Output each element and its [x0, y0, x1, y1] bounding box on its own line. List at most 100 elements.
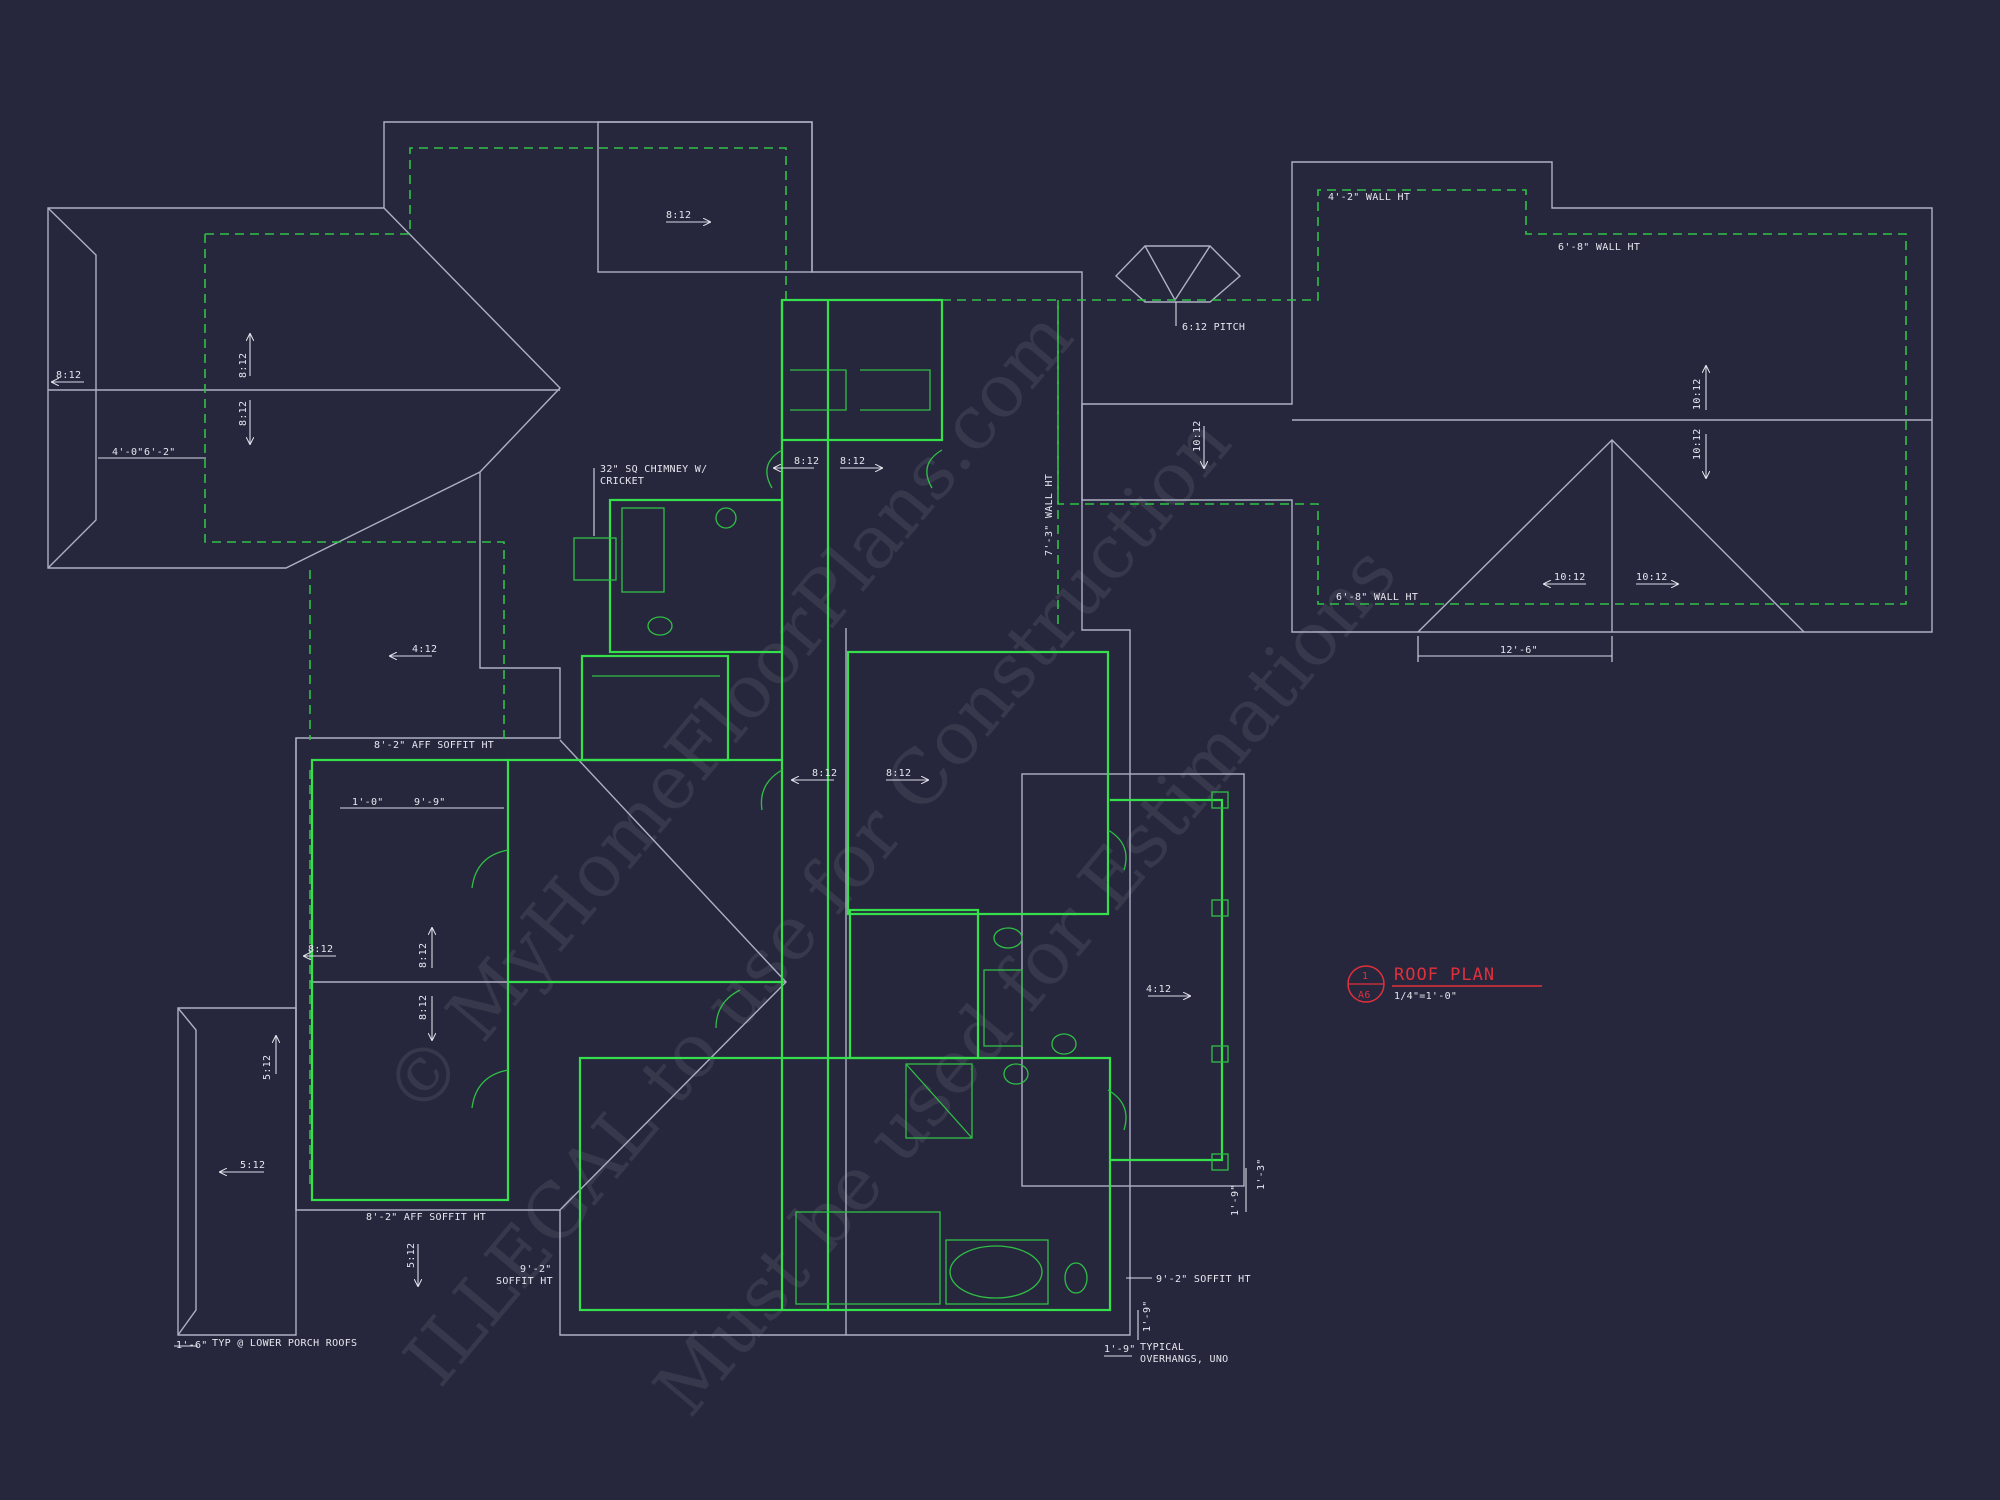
shower-lower-diag	[905, 1063, 973, 1139]
column-4	[1211, 1153, 1229, 1171]
door-swing-7	[1107, 1089, 1127, 1131]
dashed-wall-west-lower	[204, 234, 505, 740]
shower-lower	[905, 1063, 973, 1139]
pitch-arrows	[52, 222, 1706, 1286]
pitch-lower-porch-up: 5:12	[262, 1055, 273, 1080]
dim-vertical-text: 1'-9"	[1142, 1300, 1153, 1332]
watermark: © MyHomeFloorPlans.com ILLEGAL to use fo…	[368, 295, 1413, 1432]
east-wing-roof	[1081, 161, 1933, 633]
stair-treads	[790, 369, 847, 411]
note-soffit-left-1: 9'-2"	[520, 1264, 552, 1275]
pitch-mid-left: 4:12	[412, 644, 437, 655]
pitch-lower-porch-left: 5:12	[240, 1160, 265, 1171]
note-soffit-top: 8'-2" AFF SOFFIT HT	[374, 740, 494, 751]
toilet-central	[993, 927, 1023, 949]
note-wall-ht-top: 4'-2" WALL HT	[1328, 192, 1410, 203]
central-bath-tub	[983, 969, 1023, 1047]
dim-bottom-left-text: 1'-6"	[176, 1340, 208, 1351]
dim-left-b: 6'-2"	[144, 447, 176, 458]
east-porch-walls	[1110, 798, 1224, 1162]
note-wall-ht-right: 6'-8" WALL HT	[1558, 242, 1640, 253]
pitch-stair-right: 8:12	[840, 456, 865, 467]
lower-porch-roof	[177, 1007, 297, 1336]
east-gable-left	[1417, 439, 1805, 633]
tub-surround	[945, 1239, 1049, 1305]
column-3	[1211, 1045, 1229, 1063]
toilet-lower	[1064, 1262, 1088, 1294]
pitch-stair-left: 8:12	[794, 456, 819, 467]
dimension-labels: 4'-0" 6'-2" 1'-0" 9'-9" 12'-6" 1'-6" 1'-…	[112, 447, 1538, 1355]
center-hip	[559, 739, 787, 1211]
pitch-center-left: 8:12	[812, 768, 837, 779]
pitch-left-wing-up: 8:12	[238, 353, 249, 378]
upper-bath	[608, 498, 784, 654]
stair-core	[780, 298, 944, 442]
bedroom-west	[310, 758, 510, 1202]
door-swing-4	[471, 1069, 509, 1109]
dim-bedroom-b: 9'-9"	[414, 797, 446, 808]
plan-scale: 1/4"=1'-0"	[1394, 991, 1457, 1002]
pitch-porch-right: 4:12	[1146, 984, 1171, 995]
wall-lines-below	[204, 147, 1907, 1190]
master-suite	[578, 1056, 1112, 1312]
lavatory-central	[1051, 1033, 1077, 1055]
door-swing-1	[766, 449, 783, 489]
column-2	[1211, 899, 1229, 917]
west-wing-hip-1	[47, 207, 97, 569]
west-wing-hip-2	[383, 207, 561, 473]
toilet-upper	[647, 616, 673, 636]
door-swing-3	[471, 849, 509, 889]
note-typical-1: TYPICAL	[1140, 1342, 1184, 1353]
sheet-reference: A6	[1358, 990, 1371, 1001]
pitch-east-gable-left: 10:12	[1554, 572, 1586, 583]
door-swing-6	[1107, 829, 1127, 871]
plan-notes: 32" SQ CHIMNEY W/ CRICKET 4'-2" WALL HT …	[212, 192, 1640, 1365]
dim-porch-a: 1'-3"	[1256, 1158, 1267, 1190]
floor-plan-walls	[310, 298, 1229, 1312]
bay-dormer-ridge	[1144, 245, 1211, 302]
dim-bedroom-a: 1'-0"	[352, 797, 384, 808]
note-chimney-2: CRICKET	[600, 476, 644, 487]
upper-shower	[621, 507, 665, 593]
lower-porch-hip	[177, 1007, 197, 1336]
pitch-east-gable-right: 10:12	[1636, 572, 1668, 583]
dashed-wall-west	[205, 147, 1907, 605]
lavatory-central-2	[1003, 1063, 1029, 1085]
pitch-bedroom-up: 8:12	[418, 943, 429, 968]
note-wall-ht-bottom: 6'-8" WALL HT	[1336, 592, 1418, 603]
pitch-center-right: 8:12	[886, 768, 911, 779]
pitch-top-center: 8:12	[666, 210, 691, 221]
note-chimney-1: 32" SQ CHIMNEY W/	[600, 464, 707, 475]
chimney-box	[573, 537, 617, 581]
detail-number: 1	[1362, 971, 1368, 982]
dim-porch-b: 1'-9"	[1230, 1184, 1241, 1216]
note-typ-lower-porch: TYP @ LOWER PORCH ROOFS	[212, 1338, 357, 1349]
column-1	[1211, 791, 1229, 809]
closet-lower	[795, 1211, 941, 1305]
note-soffit-bottom: 8'-2" AFF SOFFIT HT	[366, 1212, 486, 1223]
note-soffit-left-2: SOFFIT HT	[496, 1276, 553, 1287]
note-pitch-612: 6:12 PITCH	[1182, 322, 1245, 333]
top-center-roof	[597, 121, 813, 273]
lavatory-upper	[715, 507, 737, 529]
note-typical-2: OVERHANGS, UNO	[1140, 1354, 1229, 1365]
plan-title: ROOF PLAN	[1394, 965, 1495, 985]
door-swing-8	[715, 989, 741, 1029]
pitch-left-wing-down: 8:12	[238, 401, 249, 426]
plan-title-block: 1 A6 ROOF PLAN 1/4"=1'-0"	[1347, 965, 1542, 1003]
pitch-lower-porch-down: 5:12	[406, 1243, 417, 1268]
dim-left-a: 4'-0"	[112, 447, 144, 458]
pitch-left-wing-left: 8:12	[56, 370, 81, 381]
door-swing-2	[926, 449, 943, 489]
pitch-east-wing-down: 10:12	[1692, 428, 1703, 460]
dim-east-span: 12'-6"	[1500, 645, 1538, 656]
dimension-lines	[98, 302, 1613, 1357]
pitch-bedroom-left: 8:12	[308, 944, 333, 955]
note-soffit-right: 9'-2" SOFFIT HT	[1156, 1274, 1251, 1285]
note-wall-ht-vertical: 7'-3" WALL HT	[1044, 474, 1055, 556]
pitch-bedroom-down: 8:12	[418, 995, 429, 1020]
pitch-east-wing-up: 10:12	[1692, 378, 1703, 410]
door-swing-5	[760, 769, 783, 811]
bathtub	[949, 1245, 1043, 1299]
